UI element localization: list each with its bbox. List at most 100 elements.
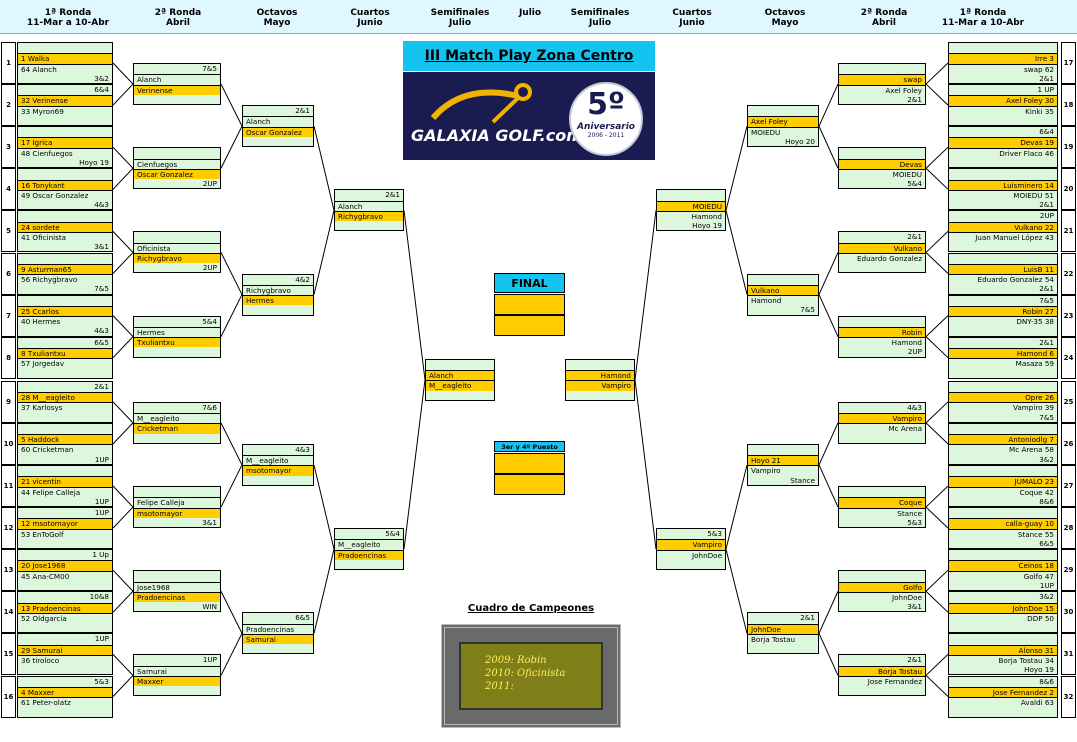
player-top: Ceinos 18 (949, 560, 1057, 572)
player-top: calla-guay 10 (949, 518, 1057, 530)
player-bottom: Oscar Gonzalez (243, 126, 313, 138)
match-number-29: 29 (1061, 549, 1076, 592)
player-top: JUMALO 23 (949, 476, 1057, 488)
score-bottom (18, 115, 112, 126)
score-bottom: 3&1 (134, 517, 220, 528)
player-bottom: 56 Richygbravo (18, 274, 112, 285)
score-top (134, 571, 220, 582)
third-place-slot-2[interactable] (494, 474, 565, 495)
bracket-connector (818, 83, 839, 169)
player-bottom: 45 Ana-CM00 (18, 570, 112, 582)
player-top: Oficinista (134, 242, 220, 254)
player-top: 24 sordete (18, 221, 112, 233)
final-slot-2[interactable] (494, 315, 565, 336)
score-top (839, 148, 925, 159)
score-top: 8&6 (949, 676, 1057, 687)
final-slot-1[interactable] (494, 294, 565, 315)
player-top: Axel Foley 30 (949, 95, 1057, 107)
match-number-13: 13 (1, 549, 16, 592)
player-bottom: Coque 42 (949, 486, 1057, 498)
score-bottom: 2UP (134, 263, 220, 273)
player-bottom: DDP 50 (949, 612, 1057, 624)
champions-frame: 2009: Robin 2010: Oficinista 2011: (441, 624, 621, 728)
score-top: 5&4 (134, 316, 220, 327)
score-bottom (18, 412, 112, 422)
score-top (426, 359, 494, 370)
score-top (134, 487, 220, 498)
match-number-8: 8 (1, 336, 16, 379)
score-top: 1 UP (949, 85, 1057, 96)
bracket-connector (112, 231, 134, 274)
score-top (134, 148, 220, 159)
champions-title: Cuadro de Campeones (467, 603, 595, 614)
third-place-slot-1[interactable] (494, 453, 565, 474)
bracket-connector (403, 210, 426, 550)
player-top: Golfo (839, 581, 925, 593)
round-header-11: 1ª Ronda 11-Mar a 10-Abr (941, 8, 1025, 28)
score-top (18, 466, 112, 476)
